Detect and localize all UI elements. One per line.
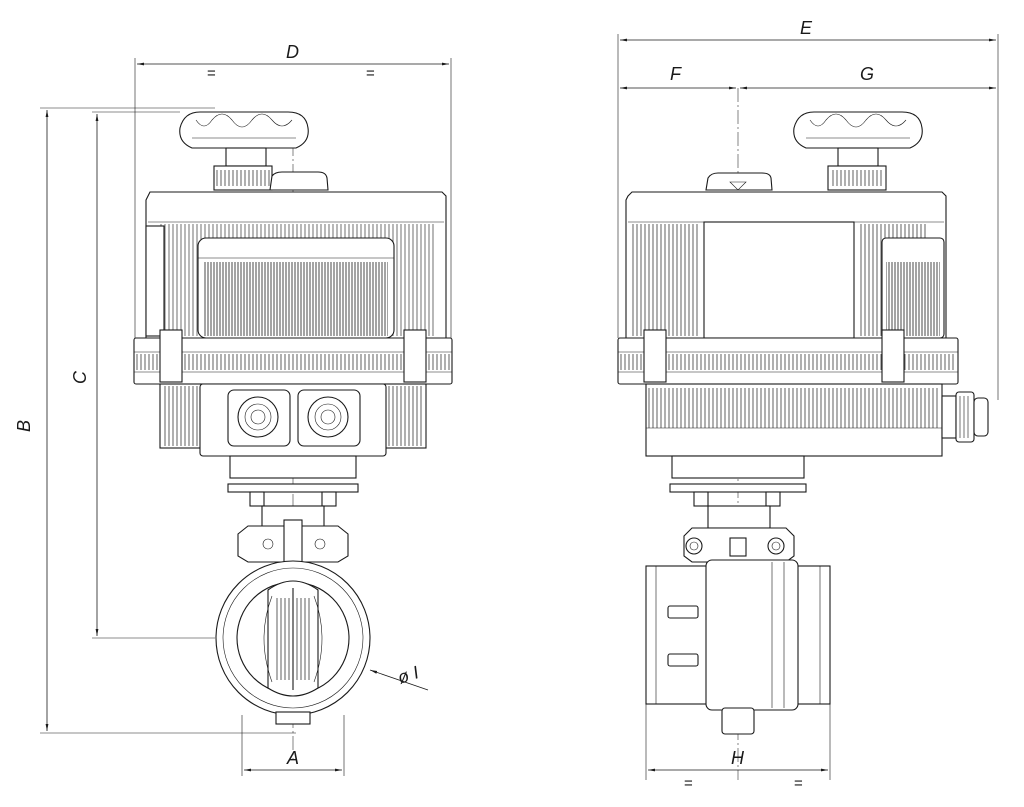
equal-mark: = (794, 775, 803, 792)
front-view-butterfly-valve: D = = B C A ø I (14, 42, 453, 776)
handwheel (179, 111, 309, 191)
cable-gland-left (227, 389, 291, 447)
side-view-ball-valve: E F G H = = (617, 18, 999, 792)
label-d: D (286, 42, 299, 62)
label-g: G (860, 64, 874, 84)
indicator-cap (269, 171, 329, 191)
equal-mark: = (207, 65, 216, 82)
label-diameter: ø I (395, 662, 421, 688)
label-e: E (800, 18, 813, 38)
indicator-cap (705, 172, 773, 191)
dimension-b: B (14, 107, 296, 734)
equal-mark: = (684, 775, 693, 792)
equal-mark: = (366, 65, 375, 82)
dimension-f: F (620, 64, 736, 90)
handwheel (793, 111, 923, 191)
dimension-e: E (617, 18, 999, 400)
ball-valve-body (645, 559, 831, 735)
butterfly-valve-body (215, 560, 371, 725)
label-a: A (286, 748, 299, 768)
label-f: F (670, 64, 682, 84)
label-h: H (731, 748, 745, 768)
dimension-c: C (70, 111, 215, 639)
dimension-d: D = = (134, 42, 452, 338)
dimension-diameter-i: ø I (369, 662, 429, 691)
label-c: C (70, 370, 90, 384)
cable-gland-side (941, 391, 989, 443)
dimension-g: G (740, 64, 996, 90)
label-b: B (14, 420, 34, 432)
dimension-a: A (241, 715, 345, 776)
cable-gland-right (297, 389, 361, 447)
dimension-h: H = = (645, 704, 831, 792)
